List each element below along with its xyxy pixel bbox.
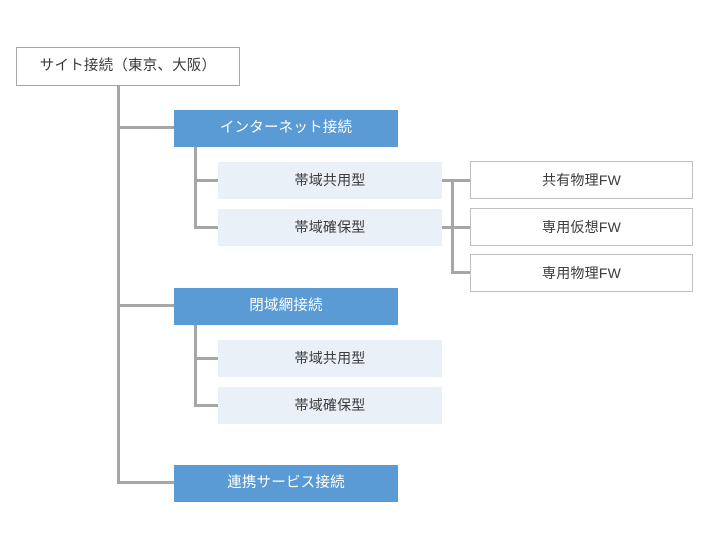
node-branch-2-label: 閉域網接続 xyxy=(249,297,323,314)
firewall-option-2-label: 専用仮想FW xyxy=(542,218,621,235)
node-branch-1-child-1-label: 帯域共用型 xyxy=(294,172,366,189)
node-firewall-shared-physical[interactable]: 共有物理FW xyxy=(470,161,693,199)
connector-fw-bus xyxy=(451,179,454,274)
connector-root-to-branch-2 xyxy=(117,304,175,307)
node-branch-2-child-1-label: 帯域共用型 xyxy=(294,350,366,367)
node-branch-1-label: インターネット接続 xyxy=(219,119,353,136)
node-branch-closed-network-connection[interactable]: 閉域網接続 xyxy=(174,288,398,325)
connector-root-to-branch-1 xyxy=(117,126,175,129)
connector-branch-2-trunk xyxy=(194,324,197,407)
connector-sub-1-1-to-fw-bus xyxy=(441,179,471,182)
node-branch-linked-service-connection[interactable]: 連携サービス接続 xyxy=(174,465,398,502)
connector-branch-1-trunk xyxy=(194,146,197,229)
connector-root-trunk xyxy=(117,85,120,484)
firewall-option-1-label: 共有物理FW xyxy=(542,171,621,188)
node-firewall-dedicated-physical[interactable]: 専用物理FW xyxy=(470,254,693,292)
node-closed-network-shared-bandwidth[interactable]: 帯域共用型 xyxy=(218,340,442,377)
connector-root-to-branch-3 xyxy=(117,481,175,484)
node-root-label: サイト接続（東京、大阪） xyxy=(39,57,217,74)
firewall-option-3-label: 専用物理FW xyxy=(542,264,621,281)
node-firewall-dedicated-virtual[interactable]: 専用仮想FW xyxy=(470,208,693,246)
connector-branch-1-child-2 xyxy=(194,226,219,229)
node-branch-1-child-2-label: 帯域確保型 xyxy=(294,219,366,236)
connector-branch-2-child-1 xyxy=(194,357,219,360)
node-branch-2-child-2-label: 帯域確保型 xyxy=(294,397,366,414)
node-internet-shared-bandwidth[interactable]: 帯域共用型 xyxy=(218,162,442,199)
node-closed-network-guaranteed-bandwidth[interactable]: 帯域確保型 xyxy=(218,387,442,424)
connector-sub-1-2-to-fw-bus xyxy=(441,226,471,229)
node-root-site-connection[interactable]: サイト接続（東京、大阪） xyxy=(16,47,240,86)
node-branch-internet-connection[interactable]: インターネット接続 xyxy=(174,110,398,147)
node-internet-guaranteed-bandwidth[interactable]: 帯域確保型 xyxy=(218,209,442,246)
connector-branch-1-child-1 xyxy=(194,179,219,182)
connector-fw-bus-to-fw-3 xyxy=(451,271,471,274)
connector-branch-2-child-2 xyxy=(194,404,219,407)
node-branch-3-label: 連携サービス接続 xyxy=(227,474,345,491)
